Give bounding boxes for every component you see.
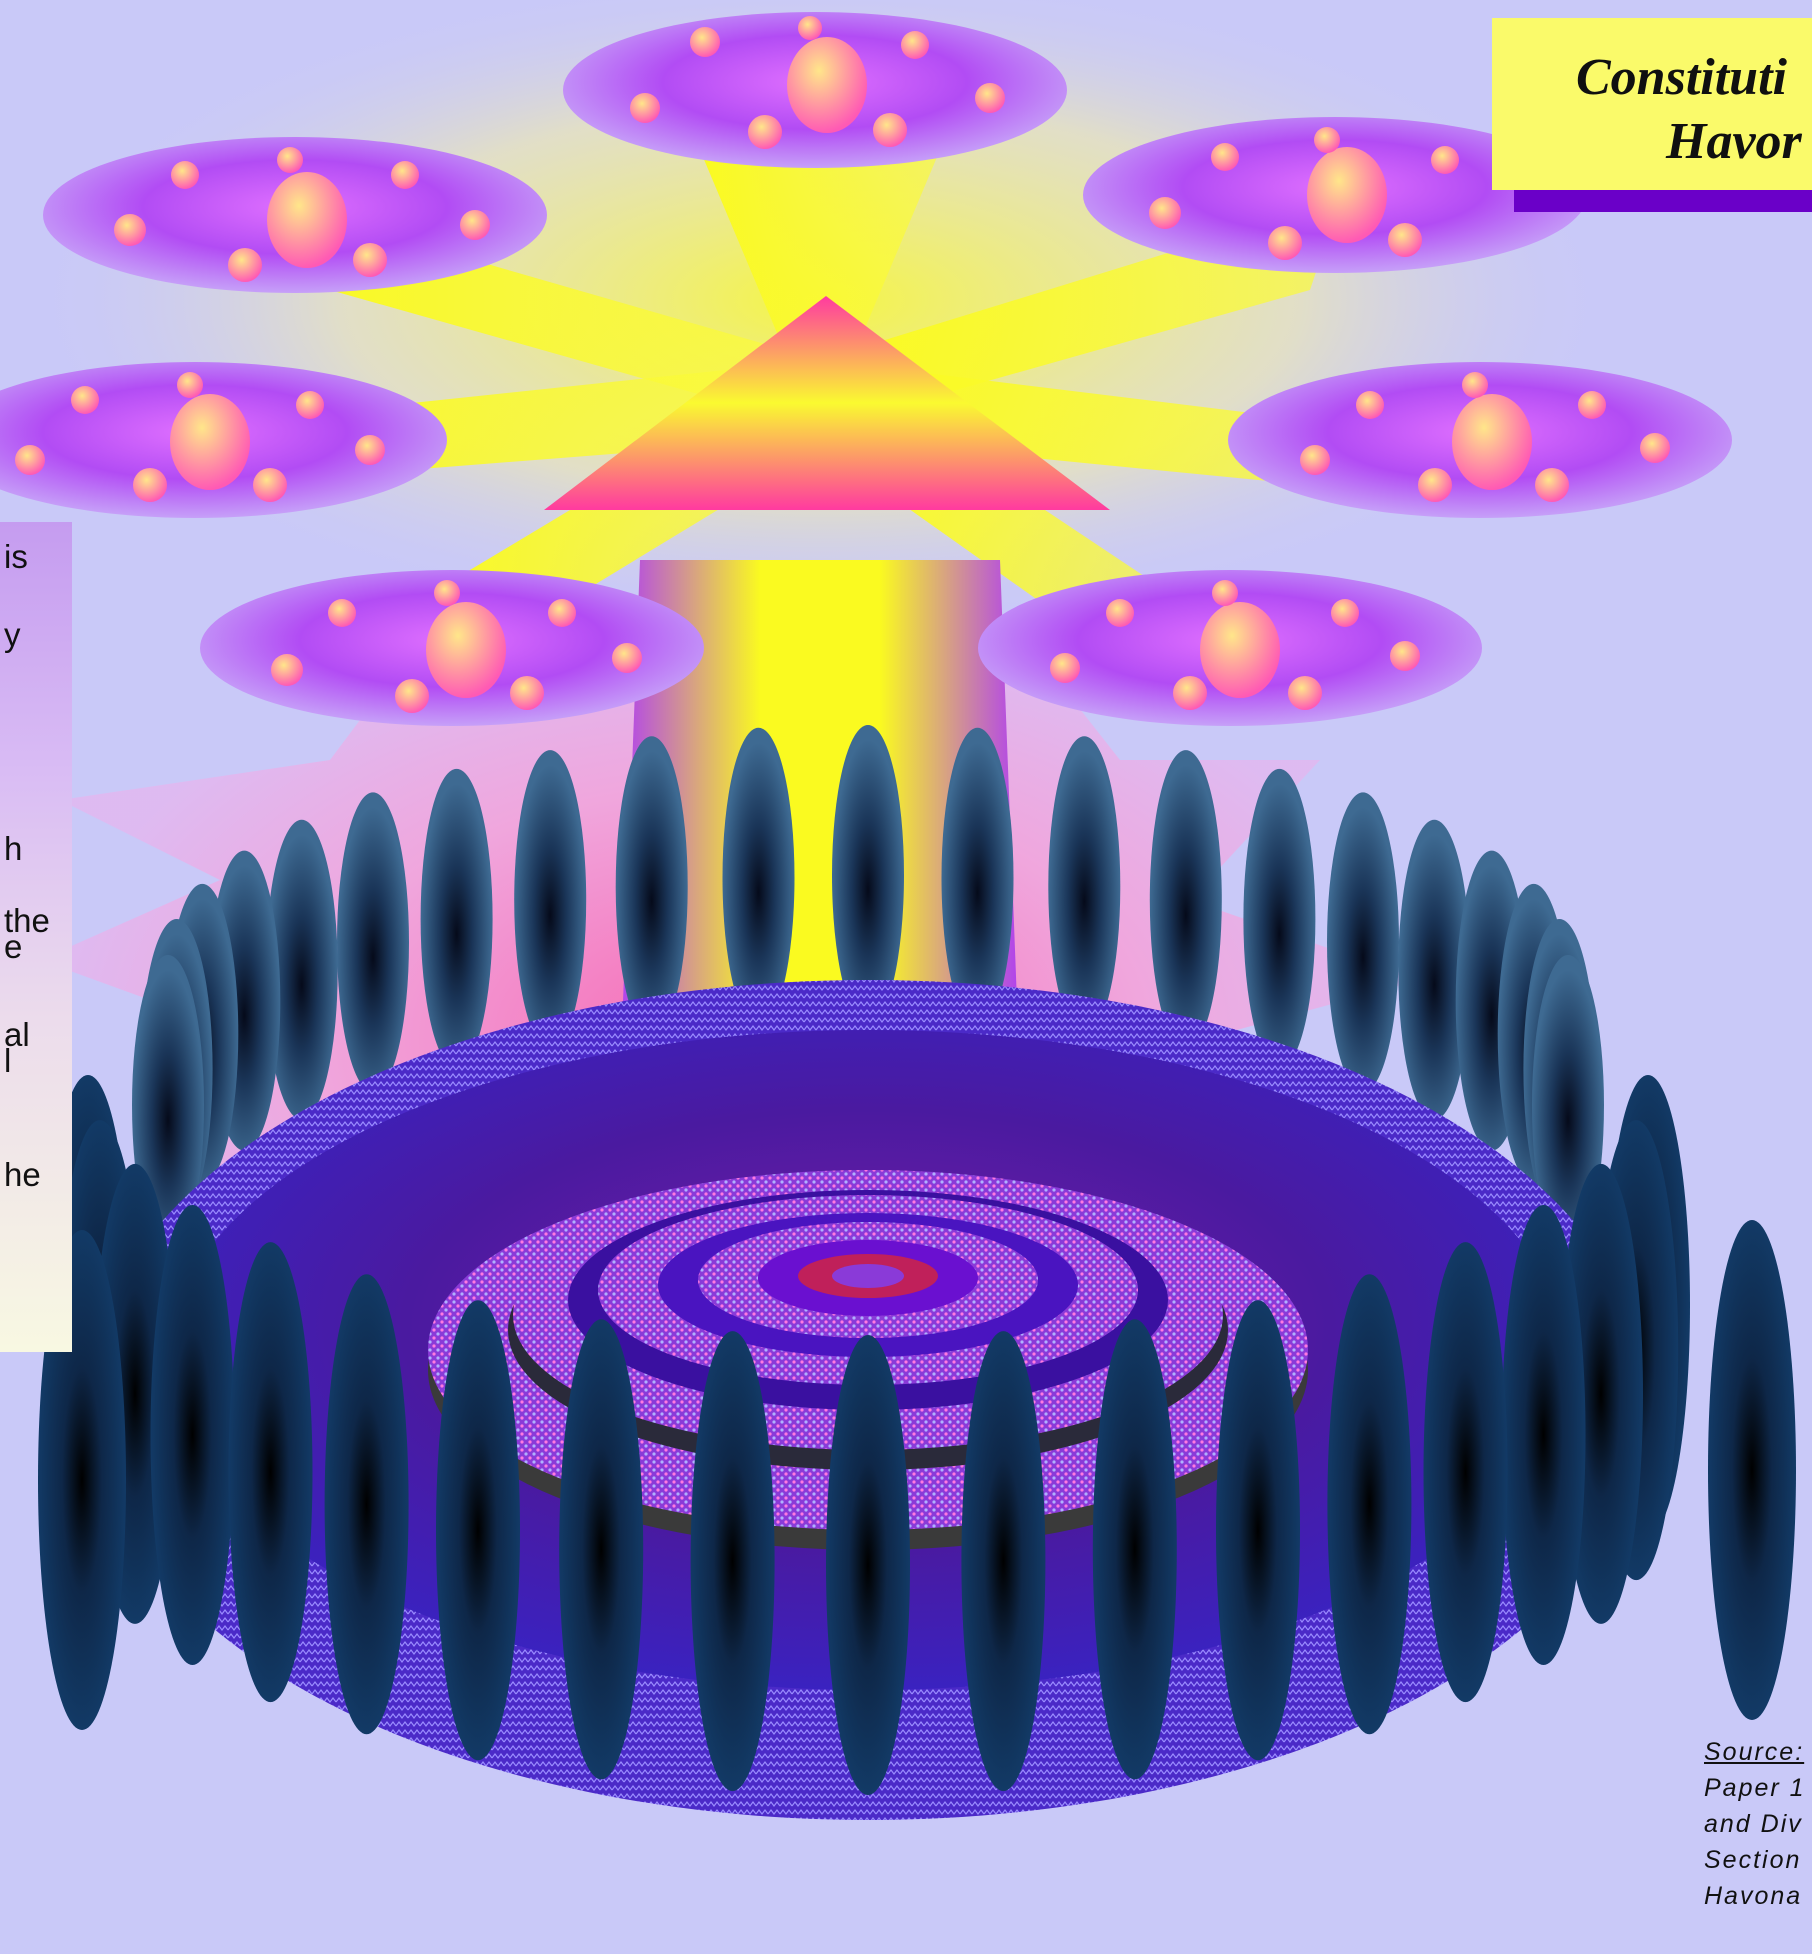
pillar — [1501, 1205, 1586, 1665]
side-text-fragment: the — [4, 902, 50, 939]
superuniverse-2 — [43, 137, 547, 293]
superuniverse-4 — [0, 362, 447, 518]
superuniverse-7 — [978, 570, 1482, 726]
source-citation: Source: Paper 1 and Div Section Havona — [1704, 1734, 1806, 1914]
pillar — [1216, 1300, 1300, 1761]
pillar — [1327, 1274, 1412, 1735]
superuniverse-5 — [1228, 362, 1732, 518]
side-text-fragment: he — [4, 1156, 41, 1193]
pillar — [436, 1300, 520, 1761]
side-text-fragment: y — [4, 616, 21, 653]
pillar — [514, 750, 587, 1051]
pillar — [826, 1335, 910, 1795]
pillar — [150, 1205, 235, 1665]
pillar — [1708, 1220, 1796, 1720]
side-text-fragment: l — [4, 1042, 12, 1079]
pillar — [615, 736, 688, 1037]
superuniverse-1 — [563, 12, 1067, 168]
pillar — [690, 1331, 775, 1792]
title-line-1: Constituti — [1576, 49, 1787, 106]
side-text-panel: is y h the e al l he — [0, 522, 72, 1352]
source-line: Section — [1704, 1846, 1802, 1874]
pillar — [1243, 768, 1316, 1069]
title-line-2: Havor — [1666, 113, 1802, 170]
pillar — [38, 1230, 126, 1730]
pillar — [1398, 819, 1471, 1120]
pillar — [832, 725, 904, 1025]
pillar — [337, 792, 409, 1093]
source-line: and Div — [1704, 1810, 1803, 1838]
source-line: Havona — [1704, 1882, 1803, 1910]
superuniverse-3 — [1083, 117, 1587, 273]
central-beam — [620, 560, 1020, 1080]
pillar — [420, 768, 493, 1069]
paradise-triangle — [544, 296, 1110, 510]
side-text-fragment: e — [4, 928, 23, 965]
pillar — [265, 819, 338, 1120]
pillar — [722, 727, 795, 1028]
pillar — [961, 1331, 1046, 1792]
side-text-fragment: al — [4, 1016, 30, 1053]
pillar — [228, 1242, 313, 1703]
front-pillars — [38, 1075, 1796, 1795]
pillar — [1327, 792, 1399, 1093]
back-pillars — [132, 725, 1604, 1255]
pillar — [559, 1319, 644, 1780]
title-box: Constituti Havor — [1492, 18, 1812, 190]
side-text-fragment: h — [4, 830, 23, 867]
pillar — [324, 1274, 409, 1735]
superuniverses — [0, 12, 1732, 726]
source-line: Paper 1 — [1704, 1774, 1806, 1802]
side-text-fragment: is — [4, 538, 28, 575]
source-label: Source: — [1704, 1738, 1805, 1766]
pillar — [1149, 750, 1222, 1051]
pillar — [1048, 736, 1121, 1037]
pillar — [941, 727, 1014, 1028]
pillar — [1423, 1242, 1508, 1703]
superuniverse-6 — [200, 570, 704, 726]
pillar — [1092, 1319, 1177, 1780]
